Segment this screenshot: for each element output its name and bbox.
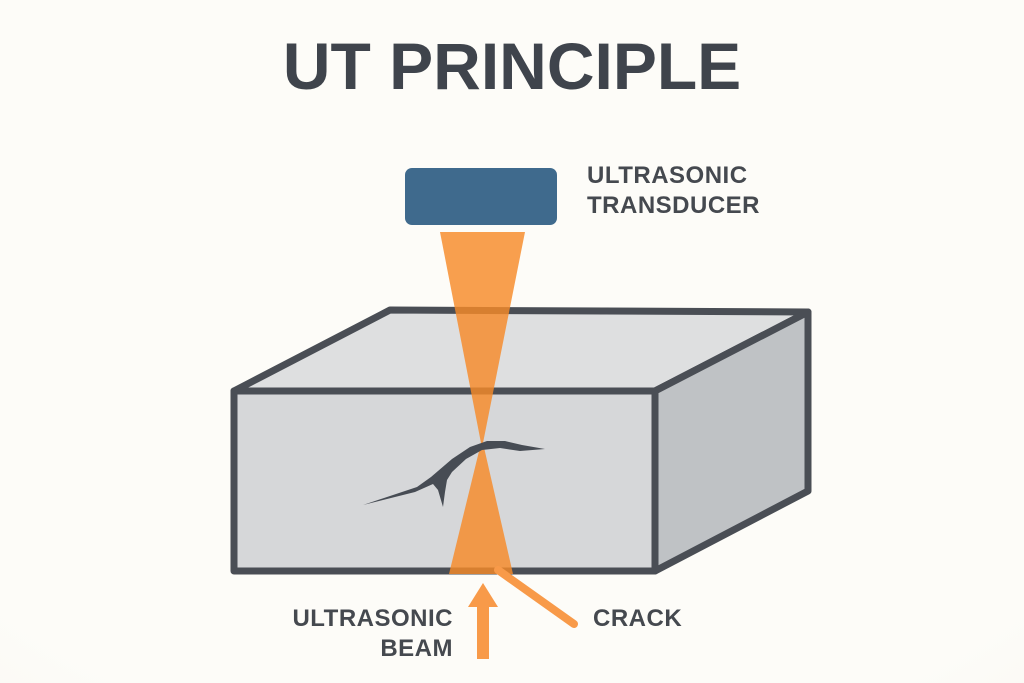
beam-label: ULTRASONIC BEAM bbox=[292, 605, 453, 662]
crack-shape bbox=[363, 441, 545, 507]
ultrasonic-beam bbox=[440, 232, 525, 574]
beam-arrow-icon bbox=[468, 583, 498, 659]
test-block bbox=[230, 306, 812, 575]
transducer-label: ULTRASONIC TRANSDUCER bbox=[587, 162, 760, 219]
page-title: UT PRINCIPLE bbox=[282, 29, 742, 103]
crack-label: CRACK bbox=[593, 605, 683, 632]
transducer-body bbox=[405, 168, 557, 225]
crack-leader-line bbox=[494, 566, 578, 628]
